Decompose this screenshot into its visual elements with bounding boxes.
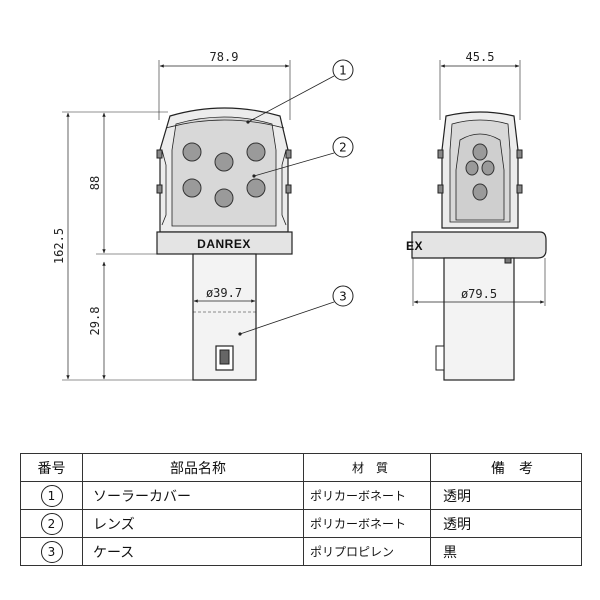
- parts-table: 番号 部品名称 材 質 備 考 1 ソーラーカバー ポリカーボネート 透明 2 …: [20, 453, 582, 566]
- case-height-label: 29.8: [88, 307, 102, 336]
- header-part-name: 部品名称: [82, 453, 304, 482]
- table-row: 3 ケース ポリプロピレン 黒: [20, 537, 582, 566]
- callout-2: 2: [332, 136, 354, 158]
- material-cell: ポリカーボネート: [303, 509, 431, 538]
- header-note: 備 考: [430, 453, 582, 482]
- row-number-badge: 1: [40, 484, 63, 507]
- callout-2-number: 2: [339, 141, 347, 155]
- callout-leaders: [238, 75, 335, 336]
- table-header-row: 番号 部品名称 材 質 備 考: [20, 453, 582, 482]
- material-cell: ポリカーボネート: [303, 481, 431, 510]
- lens-group: [182, 142, 266, 208]
- side-view: [411, 60, 547, 381]
- table-row: 1 ソーラーカバー ポリカーボネート 透明: [20, 481, 582, 510]
- note-cell: 透明: [430, 509, 582, 538]
- case-diameter-label: ø39.7: [206, 286, 242, 300]
- callout-1-number: 1: [339, 64, 347, 78]
- front-width-label: 78.9: [210, 50, 239, 64]
- material-cell: ポリプロピレン: [303, 537, 431, 566]
- callout-3: 3: [332, 285, 354, 307]
- row-number-badge: 2: [40, 512, 63, 535]
- cover-height-label: 88: [88, 176, 102, 190]
- note-cell: 透明: [430, 481, 582, 510]
- side-case-body: [443, 257, 515, 381]
- base-diameter-label: ø79.5: [461, 287, 497, 301]
- side-base-plate: [411, 231, 547, 259]
- row-number-badge: 3: [40, 540, 63, 563]
- note-cell: 黒: [430, 537, 582, 566]
- callout-3-number: 3: [339, 290, 347, 304]
- brand-logo-front: DANREX: [197, 237, 251, 251]
- part-name-cell: ケース: [82, 537, 304, 566]
- total-height-label: 162.5: [52, 228, 66, 264]
- table-row: 2 レンズ ポリカーボネート 透明: [20, 509, 582, 538]
- header-material: 材 質: [303, 453, 431, 482]
- brand-logo-side: EX: [406, 239, 423, 253]
- header-no: 番号: [20, 453, 83, 482]
- technical-drawing: 78.9 162.5 88 29.8 ø39.7 DANREX 45.5 ø79: [52, 50, 547, 381]
- part-name-cell: ソーラーカバー: [82, 481, 304, 510]
- side-width-label: 45.5: [466, 50, 495, 64]
- front-view: [62, 60, 293, 381]
- part-name-cell: レンズ: [82, 509, 304, 538]
- callout-1: 1: [332, 59, 354, 81]
